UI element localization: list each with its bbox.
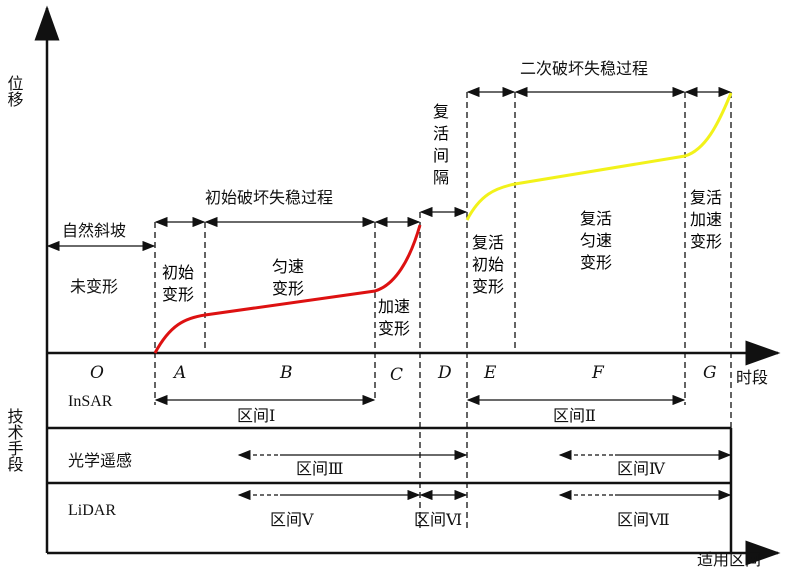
segment-O: O [90, 363, 104, 383]
segment-B: B [279, 363, 293, 383]
segment-D: D [437, 363, 452, 383]
revival-initial-label: 复活初始变形 [472, 233, 505, 296]
interval-1: 区间Ⅰ [237, 406, 275, 425]
segment-G: G [703, 363, 717, 383]
first-failure-curve [153, 224, 422, 354]
row-lidar: LiDAR [68, 502, 116, 519]
interval-5: 区间Ⅴ [270, 510, 314, 529]
interval-4: 区间Ⅳ [617, 459, 666, 478]
interval-3: 区间Ⅲ [296, 459, 343, 478]
revival-gap-label: 复活间隔 [433, 102, 450, 187]
row-insar: InSAR [68, 393, 113, 410]
range-axis-label: 适用区间 [697, 550, 761, 569]
segment-A: A [172, 363, 186, 383]
range-arrows [237, 449, 732, 501]
first-process-label: 初始破坏失稳过程 [205, 188, 333, 207]
accel-deformation-label: 加速变形 [378, 297, 411, 338]
revival-uniform-label: 复活匀速变形 [580, 209, 613, 272]
interval-6: 区间Ⅵ [414, 510, 462, 529]
segment-C: C [390, 365, 403, 385]
uniform-deformation-label: 匀速变形 [272, 257, 305, 298]
revival-accel-label: 复活加速变形 [690, 188, 723, 251]
row-optical: 光学遥感 [68, 451, 132, 470]
interval-2: 区间Ⅱ [553, 406, 596, 425]
second-process-label: 二次破坏失稳过程 [520, 59, 648, 78]
undeformed-label: 未变形 [70, 277, 118, 296]
interval-7: 区间Ⅶ [617, 510, 670, 529]
natural-slope-label: 自然斜坡 [62, 221, 126, 240]
initial-deformation-label: 初始变形 [162, 263, 195, 304]
tech-axis-label: 技术手段 [5, 408, 24, 472]
second-failure-curve [465, 92, 733, 221]
x-axis-label: 时段 [736, 368, 768, 387]
y-axis-label: 位移 [5, 75, 24, 107]
segment-E: E [483, 363, 497, 383]
phase-arrows [46, 86, 732, 501]
segment-F: F [591, 363, 605, 383]
